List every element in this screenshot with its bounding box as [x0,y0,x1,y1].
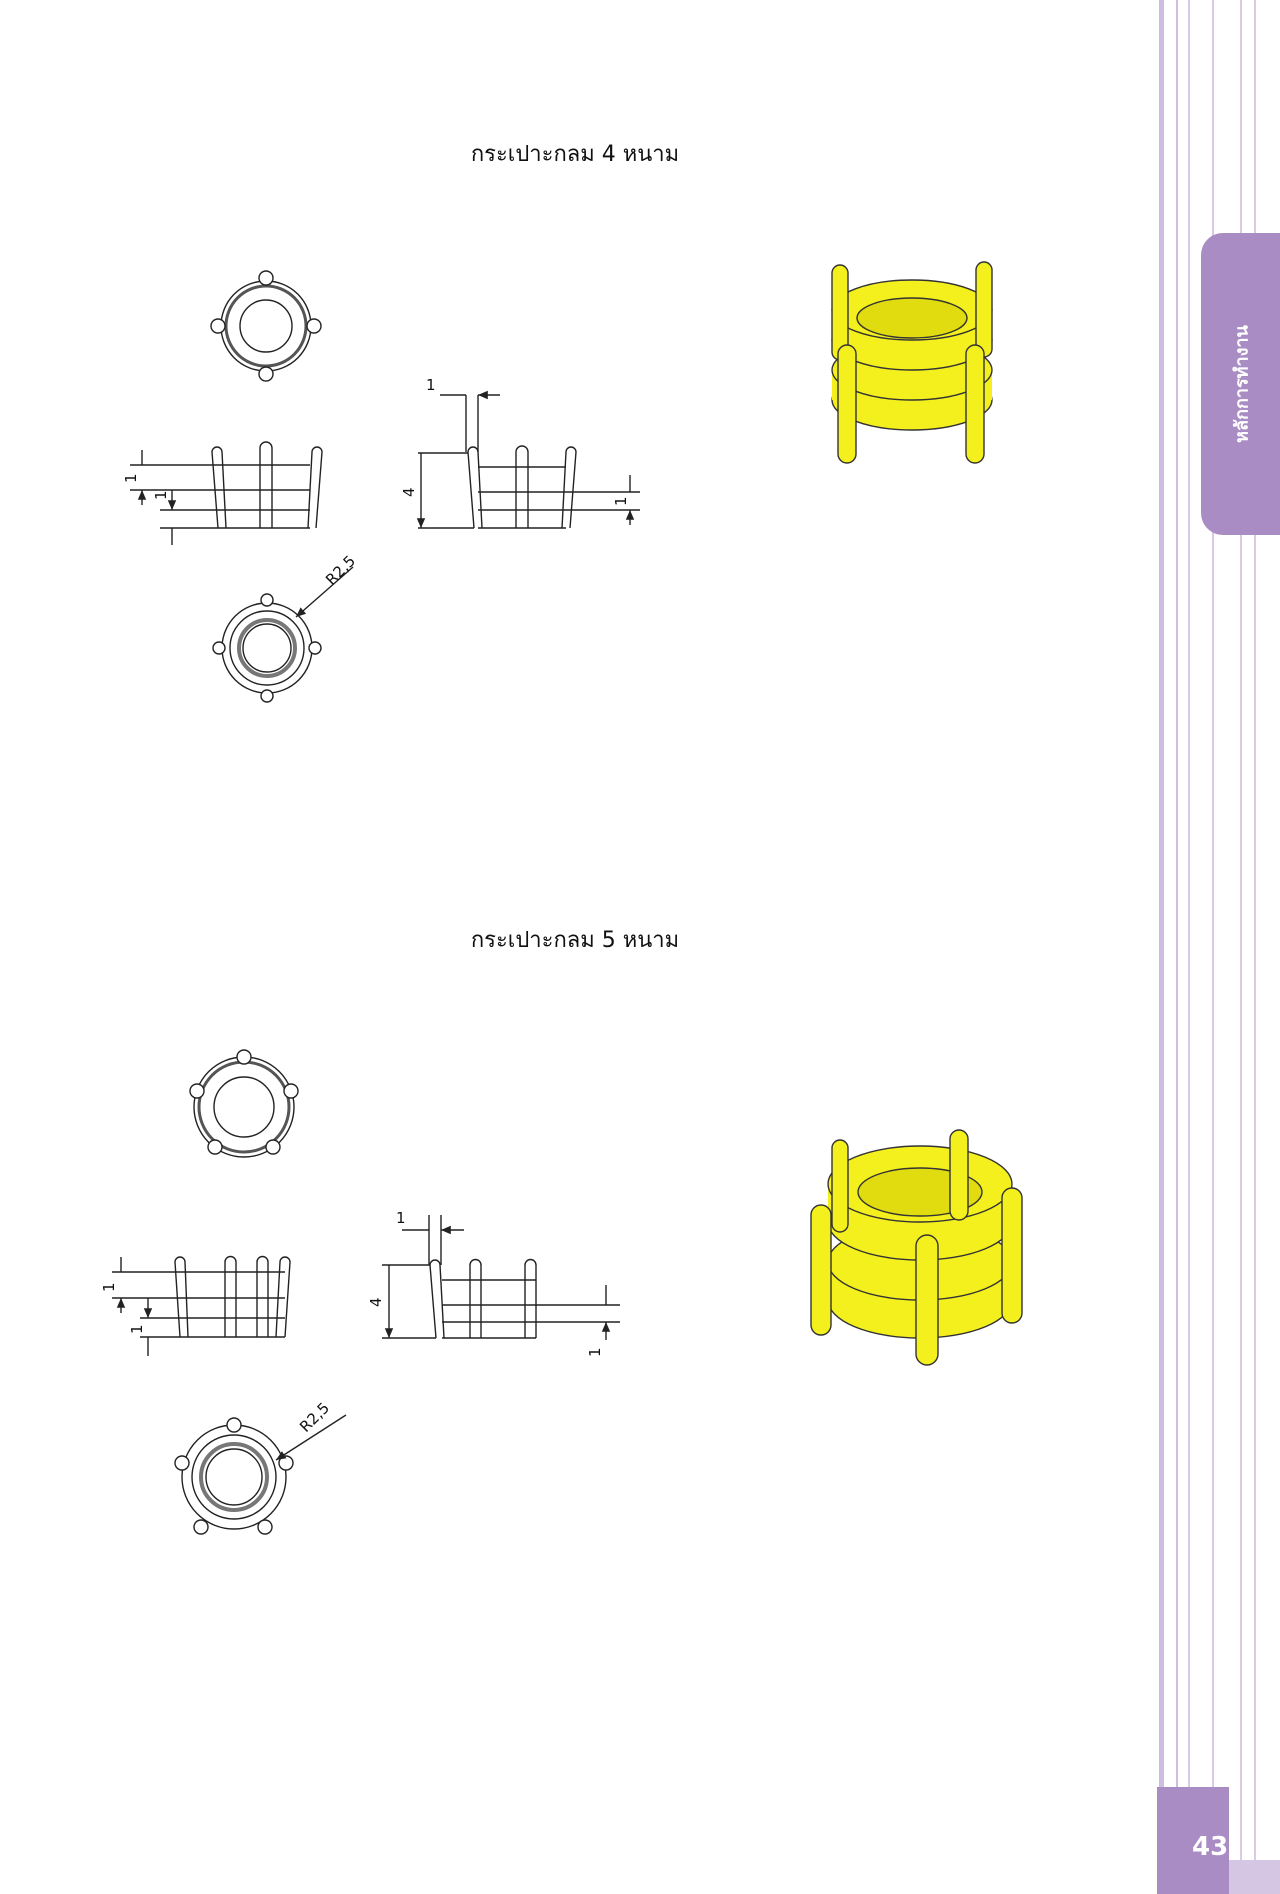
dim-label: 1 [612,496,630,506]
technical-drawings: 1 1 4 1 1 R2,5 [100,261,1023,1535]
dim-label: 1 [100,1282,118,1292]
decorative-stripe [1188,0,1190,1894]
dim-label: R2,5 [296,1399,333,1436]
chapter-tab-label: หลักการทำงาน [1231,325,1252,443]
page-number: 43 [1192,1832,1229,1862]
dim-label: 1 [128,1324,146,1334]
section-title-4-prong: กระเปาะกลม 4 หนาม [470,142,680,167]
model-3d-4-prong [831,261,993,464]
dim-label: R2,5 [322,552,359,589]
page-corner-box [1229,1860,1280,1894]
side-view-a-4-prong: 1 1 [122,441,323,545]
bottom-view-5-prong: R2,5 [174,1399,347,1535]
decorative-stripe [1240,0,1242,1894]
dim-label: 1 [396,1209,406,1227]
dim-label: 4 [400,487,418,497]
decorative-stripe [1176,0,1178,1894]
page-number-box [1157,1787,1229,1894]
decorative-stripe [1212,0,1214,1894]
dim-label: 1 [426,376,436,394]
dim-label: 4 [367,1297,385,1307]
dim-label: 1 [586,1347,604,1357]
side-view-b-4-prong: 4 1 1 [400,376,640,528]
decorative-stripe [1159,0,1164,1894]
dim-label: 1 [122,473,140,483]
top-view-5-prong [189,1049,299,1158]
decorative-stripe [1254,0,1256,1894]
bottom-view-4-prong: R2,5 [212,552,359,703]
side-view-b-5-prong: 4 1 1 [367,1209,620,1357]
top-view-4-prong [210,270,322,382]
section-title-5-prong: กระเปาะกลม 5 หนาม [470,928,680,953]
model-3d-5-prong [810,1129,1023,1366]
chapter-tab: หลักการทำงาน [1201,233,1280,535]
dim-label: 1 [152,490,170,500]
side-view-a-5-prong: 1 1 [100,1255,291,1356]
